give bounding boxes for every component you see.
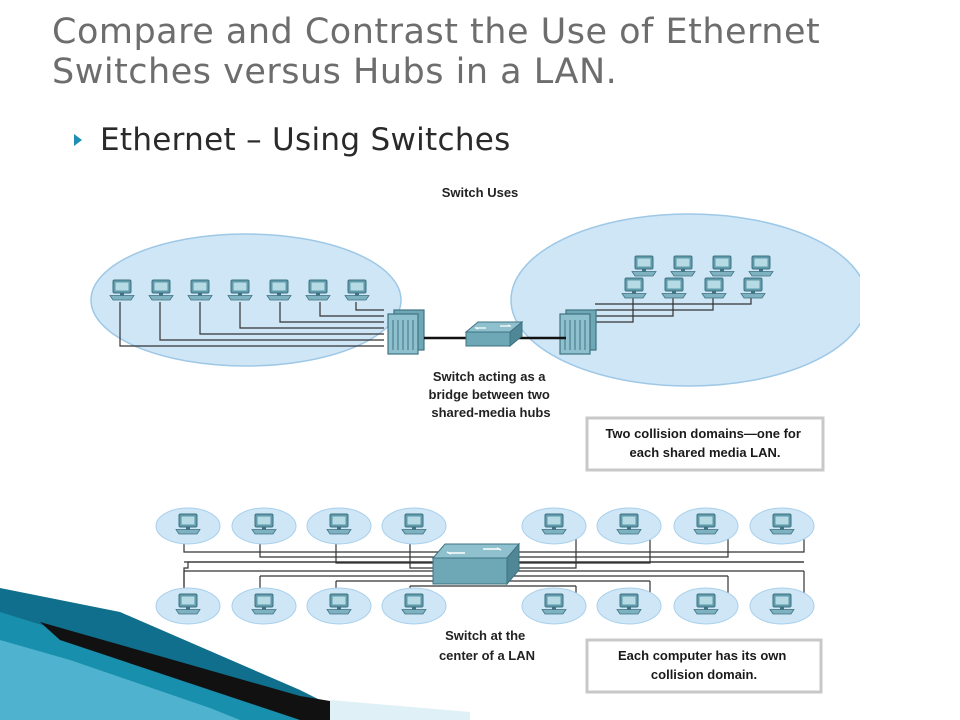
bottom-note-box: Each computer has its own collision doma… [585, 638, 823, 694]
computer-icon [709, 255, 735, 277]
svg-text:Two collision domains—one for: Two collision domains—one for each share… [605, 426, 804, 460]
computer-icon [597, 588, 661, 624]
computer-icon [232, 588, 296, 624]
title-line-1: Compare and Contrast the Use of Ethernet [52, 12, 821, 52]
right-lan-ellipse [510, 213, 860, 387]
computer-icon [670, 255, 696, 277]
left-lan-cables [119, 302, 384, 347]
slide-title: Compare and Contrast the Use of Ethernet… [52, 12, 932, 92]
top-note-line: Two collision domains—one for [605, 426, 801, 441]
top-caption-line: shared-media hubs [431, 405, 550, 420]
bottom-row-computers-top [156, 508, 814, 544]
computer-icon [750, 588, 814, 624]
computer-icon [156, 588, 220, 624]
computer-icon [748, 255, 774, 277]
computer-icon [522, 508, 586, 544]
computer-icon [382, 588, 446, 624]
computer-icon [156, 508, 220, 544]
left-hub-icon [387, 309, 425, 355]
bottom-caption-line: center of a LAN [439, 648, 535, 663]
computer-icon [344, 279, 370, 301]
computer-icon [621, 277, 647, 299]
bottom-caption: Switch at the center of a LAN [439, 628, 535, 663]
computer-icon [307, 588, 371, 624]
computer-icon [148, 279, 174, 301]
computer-icon [597, 508, 661, 544]
computer-icon [305, 279, 331, 301]
top-note-line: each shared media LAN. [630, 445, 781, 460]
title-line-2: Switches versus Hubs in a LAN. [52, 52, 618, 92]
computer-icon [109, 279, 135, 301]
computer-icon [674, 508, 738, 544]
computer-icon [631, 255, 657, 277]
top-caption: Switch acting as a bridge between two sh… [429, 369, 554, 420]
right-hub-icon [559, 309, 597, 355]
bullet-item: Ethernet – Using Switches [74, 118, 511, 162]
central-switch-icon [431, 542, 521, 586]
svg-text:Each computer has its own: Each computer has its own collision doma… [618, 648, 790, 682]
computer-icon [227, 279, 253, 301]
bullet-arrow-icon [74, 134, 82, 146]
computer-icon [740, 277, 766, 299]
top-caption-line: Switch acting as a [433, 369, 546, 384]
computer-icon [522, 588, 586, 624]
right-lan-cables [595, 298, 752, 323]
top-caption-line: bridge between two [429, 387, 550, 402]
computer-icon [266, 279, 292, 301]
switch-uses-diagram: Switch Uses [88, 170, 860, 700]
computer-icon [187, 279, 213, 301]
computer-icon [382, 508, 446, 544]
diagram-heading: Switch Uses [442, 185, 519, 200]
computer-icon [674, 588, 738, 624]
bottom-note-line: collision domain. [651, 667, 757, 682]
computer-icon [232, 508, 296, 544]
computer-icon [701, 277, 727, 299]
top-note-box: Two collision domains—one for each share… [585, 416, 825, 472]
bullet-text: Ethernet – Using Switches [100, 122, 511, 158]
computer-icon [661, 277, 687, 299]
bridge-switch-icon [464, 320, 524, 348]
bottom-row-computers-bottom [156, 588, 814, 624]
bottom-note-line: Each computer has its own [618, 648, 786, 663]
computer-icon [307, 508, 371, 544]
computer-icon [750, 508, 814, 544]
bottom-caption-line: Switch at the [445, 628, 525, 643]
